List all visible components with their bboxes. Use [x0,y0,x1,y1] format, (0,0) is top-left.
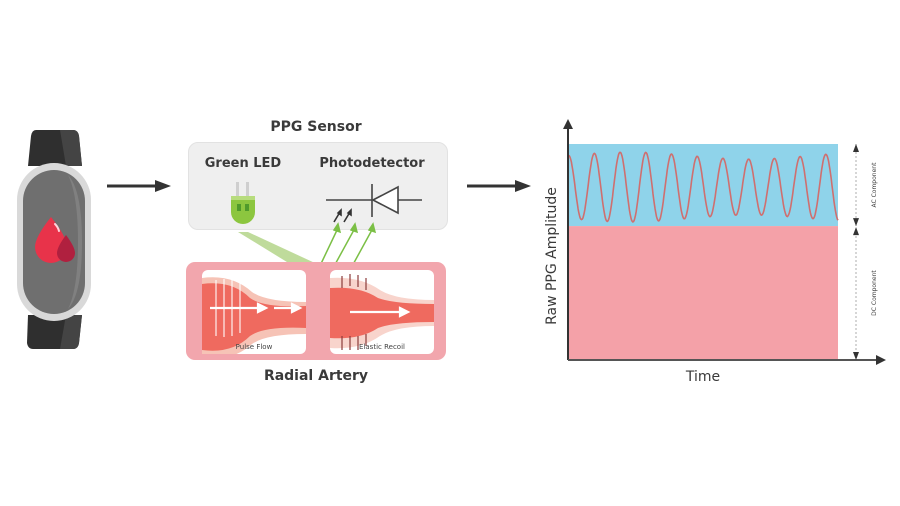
dc-component-label: DC Component [871,270,878,316]
led-label: Green LED [204,156,282,171]
x-axis-label: Time [685,369,720,385]
pulse-flow-panel: Pulse Flow [202,270,306,354]
ppg-chart: Raw PPG Amplitude Time AC Component DC C… [544,119,886,385]
y-axis-arrow-icon [563,119,573,129]
arrow-right-icon [107,180,171,192]
sensor-title: PPG Sensor [270,119,362,135]
dc-component-band [568,226,838,360]
blood-drop-icon [35,217,75,263]
ac-component-label: AC Component [871,162,878,208]
pulse-flow-label: Pulse Flow [236,343,273,351]
artery-title: Radial Artery [263,368,369,384]
y-axis-label: Raw PPG Amplitude [544,187,560,325]
dc-top-arrow-icon [853,227,859,236]
dc-bottom-arrow-icon [853,352,859,360]
arrow-right-icon [467,180,531,192]
fitness-band-icon [17,130,91,349]
photodiode-icon [326,184,422,223]
sensor-box [188,142,448,230]
led-light-beam [238,232,330,270]
elastic-recoil-label: Elastic Recoil [359,343,405,351]
x-axis-arrow-icon [876,355,886,365]
ppg-waveform-line [567,151,839,223]
photodetector-label: Photodetector [319,156,425,171]
component-brackets [853,144,859,360]
ac-top-arrow-icon [853,144,859,152]
green-led-icon [231,182,255,224]
ac-bottom-arrow-icon [853,218,859,227]
elastic-recoil-panel: Elastic Recoil [330,270,434,354]
